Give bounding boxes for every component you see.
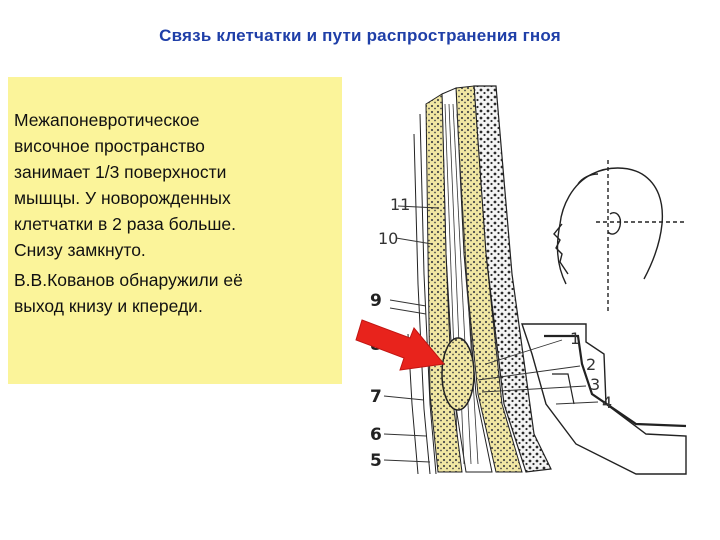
figure-label-6: 6: [370, 425, 382, 445]
figure-label-2: 2: [586, 355, 596, 374]
bone-layer: [473, 85, 552, 473]
anatomy-figure: 1110987651234: [346, 74, 706, 486]
inner-fat-layer: [425, 93, 463, 473]
head-profile-inset: [553, 160, 686, 314]
info-text-box: Межапоневротическое височное пространств…: [8, 77, 342, 384]
red-arrow-icon: [355, 319, 445, 371]
pus-pocket: [441, 337, 475, 411]
figure-label-11: 11: [390, 195, 410, 214]
text-paragraph-1: Межапоневротическое височное пространств…: [14, 110, 236, 260]
figure-label-10: 10: [378, 229, 398, 248]
cheek-structure: [521, 323, 687, 475]
figure-label-9: 9: [370, 291, 382, 311]
outer-fat-layer: [455, 85, 523, 473]
figure-label-7: 7: [370, 387, 382, 407]
figure-label-5: 5: [370, 451, 382, 471]
slide-title: Связь клетчатки и пути распространения г…: [159, 26, 561, 45]
figure-label-3: 3: [590, 375, 600, 394]
text-paragraph-2: В.В.Кованов обнаружили её выход книзу и …: [14, 270, 243, 316]
figure-label-1: 1: [570, 329, 580, 348]
figure-label-4: 4: [602, 393, 612, 412]
